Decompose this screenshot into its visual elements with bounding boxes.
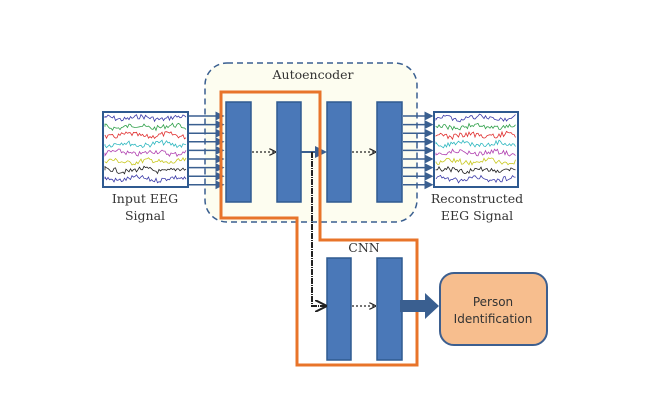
eeg-channel-trace — [435, 113, 516, 123]
decoder-layer-1 — [326, 101, 352, 203]
eeg-channel-trace — [435, 122, 516, 131]
eeg-channel-trace — [104, 113, 187, 123]
encoder-layer-2 — [276, 101, 302, 203]
reconstructed-eeg-signal — [433, 111, 519, 188]
encoder-layer-1 — [225, 101, 252, 203]
output-arrow — [400, 293, 439, 319]
eeg-channel-trace — [435, 139, 516, 149]
input-arrows — [189, 111, 225, 190]
autoencoder-label: Autoencoder — [272, 67, 354, 82]
eeg-channel-trace — [435, 157, 516, 166]
cnn-label: CNN — [348, 240, 380, 255]
eeg-channel-trace — [435, 130, 516, 141]
eeg-channel-trace — [104, 148, 187, 157]
input-eeg-signal — [102, 111, 189, 188]
eeg-channel-trace — [104, 131, 187, 140]
eeg-channel-trace — [435, 174, 516, 184]
cnn-layer-2 — [376, 257, 403, 361]
latent-to-cnn-arrow — [311, 152, 325, 306]
eeg-channel-trace — [435, 148, 516, 157]
person-identification-box — [439, 272, 548, 346]
output-arrows — [403, 111, 434, 190]
eeg-channel-trace — [104, 174, 187, 184]
decoder-layer-2 — [376, 101, 403, 203]
eeg-channel-trace — [104, 139, 187, 149]
eeg-channel-trace — [104, 122, 187, 132]
cnn-layer-1 — [326, 257, 352, 361]
trained-encoder-cnn-outline — [219, 90, 419, 367]
eeg-channel-trace — [104, 156, 187, 166]
eeg-channel-trace — [104, 165, 187, 175]
eeg-channel-trace — [435, 165, 516, 175]
